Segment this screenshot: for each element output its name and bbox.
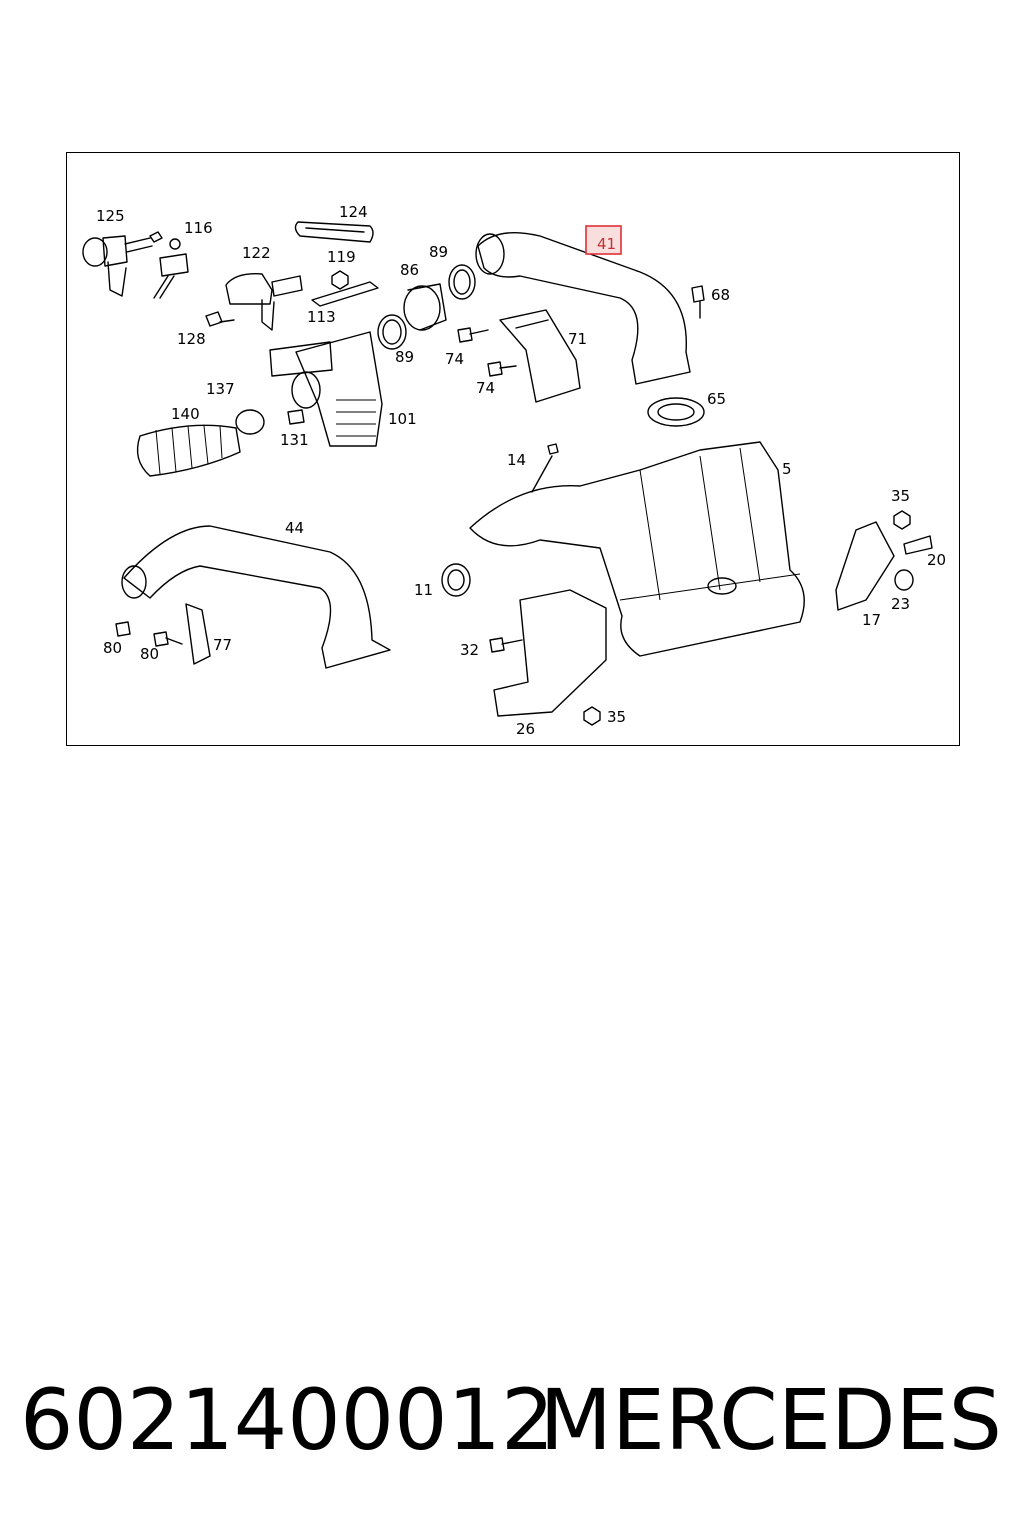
part-bolt-74a xyxy=(457,327,489,343)
callout-label: 131 xyxy=(280,431,309,449)
callout-label: 137 xyxy=(206,380,235,398)
callout-label: 116 xyxy=(184,219,213,237)
part-bracket-77 xyxy=(185,603,211,665)
callout-label: 44 xyxy=(285,519,304,537)
part-nut-119 xyxy=(331,270,349,290)
callout-label: 124 xyxy=(339,203,368,221)
exploded-parts-diagram: 125 116 124 122 119 113 128 89 86 89 41 … xyxy=(82,203,946,738)
callout-label: 5 xyxy=(782,460,792,478)
part-vacuum-actuator xyxy=(82,231,163,297)
callout-label: 11 xyxy=(414,581,433,599)
callout-label: 23 xyxy=(891,595,910,613)
part-intake-manifold-5 xyxy=(469,441,805,657)
part-nut-35-right xyxy=(893,510,911,530)
part-seal-65 xyxy=(647,397,705,427)
callout-label: 86 xyxy=(400,261,419,279)
part-bracket-71 xyxy=(499,309,581,403)
part-seal-11 xyxy=(441,563,471,597)
part-number: 6021400012 xyxy=(20,1371,555,1469)
callout-label: 128 xyxy=(177,330,206,348)
callout-label: 26 xyxy=(516,720,535,738)
callout-label: 17 xyxy=(862,611,881,629)
part-actuator-122 xyxy=(225,273,303,331)
part-bolt-14 xyxy=(531,443,559,493)
callout-label: 89 xyxy=(429,243,448,261)
callout-label: 35 xyxy=(891,487,910,505)
callout-label: 140 xyxy=(171,405,200,423)
callout-label: 125 xyxy=(96,207,125,225)
part-bolt-32 xyxy=(489,637,523,653)
callout-label: 77 xyxy=(213,636,232,654)
part-sensor-68 xyxy=(691,285,705,319)
part-bolt-74b xyxy=(487,361,517,377)
part-plate-113 xyxy=(311,281,379,307)
part-screw-80b xyxy=(153,631,183,647)
callout-label: 68 xyxy=(711,286,730,304)
part-screw-128 xyxy=(205,311,235,327)
part-intake-pipe-41 xyxy=(477,231,691,385)
callout-label: 122 xyxy=(242,244,271,262)
callout-label: 20 xyxy=(927,551,946,569)
part-intake-pipe-44 xyxy=(123,525,391,669)
callout-label: 80 xyxy=(140,645,159,663)
callout-label: 80 xyxy=(103,639,122,657)
callout-label: 89 xyxy=(395,348,414,366)
part-screw-80a xyxy=(115,621,131,637)
callout-label: 113 xyxy=(307,308,336,326)
part-ball-joint xyxy=(153,238,189,299)
callout-label: 35 xyxy=(607,708,626,726)
brand-name: MERCEDES xyxy=(539,1371,1002,1469)
callout-label: 32 xyxy=(460,641,479,659)
part-throttle-housing-101 xyxy=(269,331,383,447)
callout-label: 101 xyxy=(388,410,417,428)
part-bracket-26 xyxy=(493,589,607,717)
part-seals xyxy=(377,264,476,350)
callout-label: 65 xyxy=(707,390,726,408)
highlight-box xyxy=(585,225,622,255)
footer: 6021400012 MERCEDES xyxy=(0,1370,1024,1470)
part-hose-140 xyxy=(136,424,241,477)
part-clamp-137 xyxy=(235,409,265,435)
part-screw-20 xyxy=(903,535,933,555)
callout-label: 119 xyxy=(327,248,356,266)
part-bracket-17 xyxy=(835,521,895,611)
part-bracket-strip xyxy=(294,221,374,243)
part-nut-35-bottom xyxy=(583,706,601,726)
callout-label: 74 xyxy=(476,379,495,397)
callout-label: 74 xyxy=(445,350,464,368)
diagram-frame xyxy=(66,152,960,746)
callout-label-highlighted: 41 xyxy=(597,235,616,253)
part-sensor-131 xyxy=(287,409,305,425)
part-grommet-23 xyxy=(894,569,914,591)
callout-label: 14 xyxy=(507,451,526,469)
callout-label: 71 xyxy=(568,330,587,348)
